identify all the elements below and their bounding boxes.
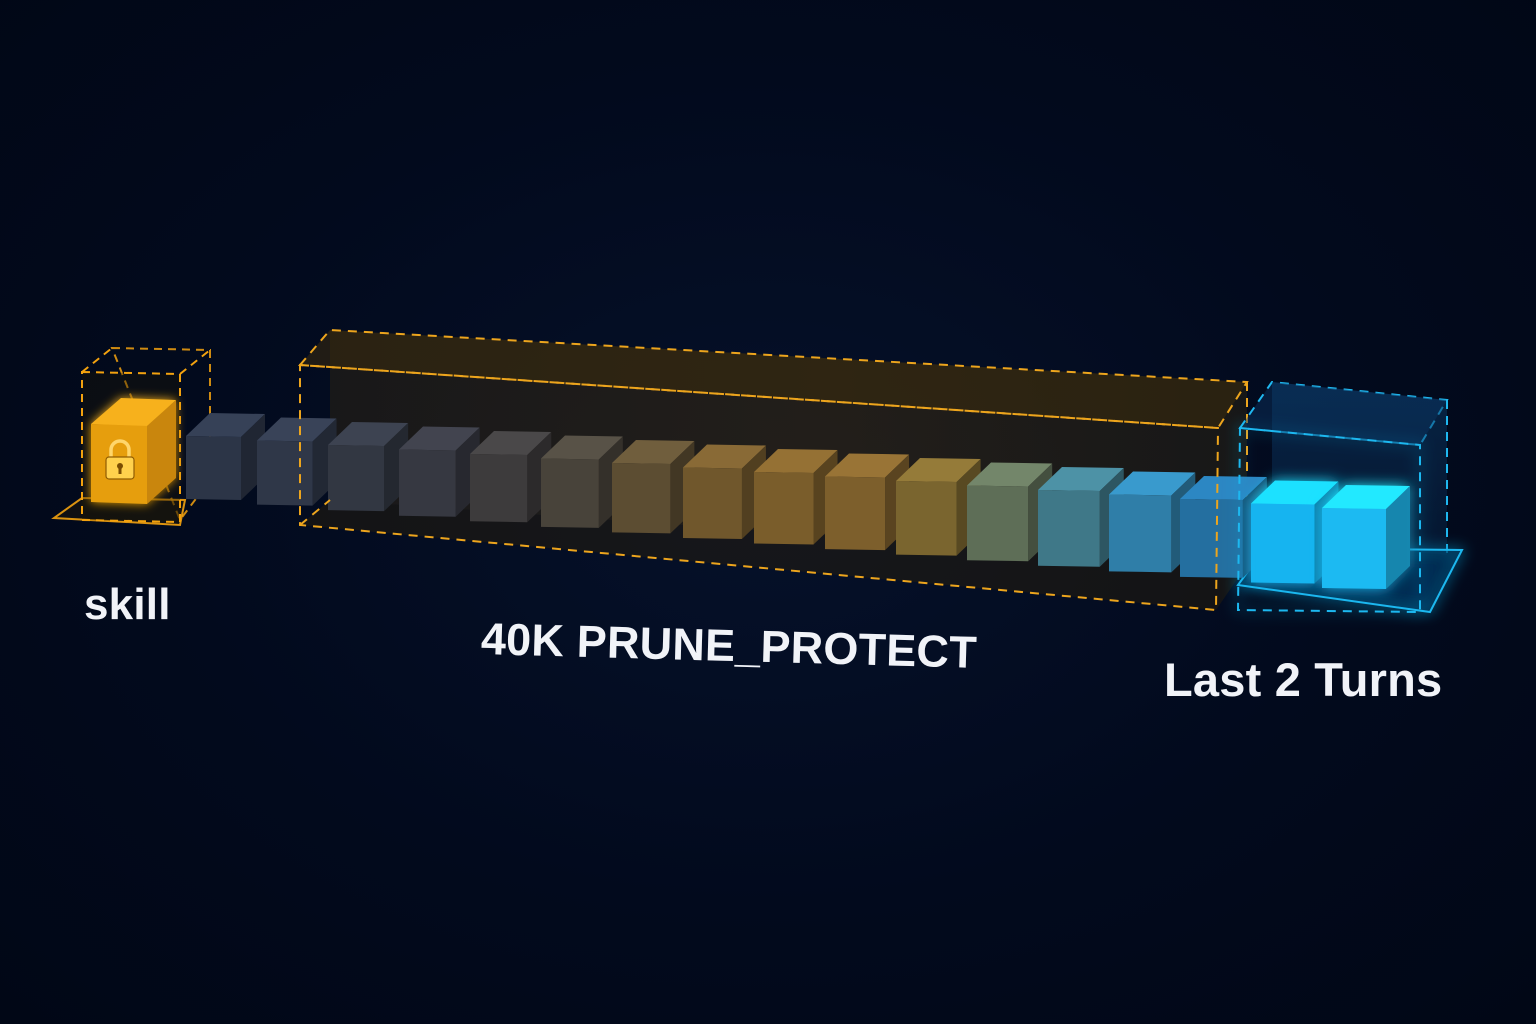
block-front-face: [1251, 503, 1315, 584]
block-top-face: [825, 453, 910, 478]
block-top-face: [1322, 485, 1410, 509]
block-front-face: [683, 467, 742, 539]
recent-frame-front: [1236, 426, 1421, 614]
recent-turn-block: [1322, 485, 1410, 589]
block-top-face: [541, 435, 623, 460]
block-top-face: [1251, 480, 1339, 505]
context-block: [328, 422, 409, 512]
context-block: [541, 435, 623, 528]
context-block: [186, 413, 265, 500]
block-top-face: [399, 426, 480, 451]
skill-group: [51, 346, 211, 527]
block-front-face: [541, 458, 599, 528]
skill-frame-edge: [179, 349, 211, 375]
lock-icon: [105, 439, 135, 480]
block-front-face: [399, 449, 456, 517]
block-front-face: [612, 463, 671, 534]
skill-block-top: [91, 398, 176, 426]
block-top-face: [328, 422, 409, 446]
skill-block-side: [147, 400, 176, 504]
block-front-face: [825, 476, 886, 551]
context-block-row: [186, 413, 1410, 589]
prune-frame-front: [299, 363, 1220, 612]
block-top-face: [967, 462, 1053, 487]
block-front-face: [186, 436, 241, 500]
block-front-face: [328, 445, 385, 512]
prune-protect-frame-front: [299, 363, 1220, 612]
block-front-face: [257, 440, 313, 506]
prune-floor: [300, 500, 1247, 610]
block-top-face: [1038, 467, 1124, 491]
block-top-face: [1109, 471, 1196, 496]
block-front-face: [470, 454, 528, 523]
block-top-face: [257, 417, 337, 442]
skill-frame-edge: [81, 347, 113, 373]
context-block: [470, 431, 552, 523]
block-front-face: [896, 481, 957, 556]
skill-label: skill: [84, 580, 171, 629]
block-front-face: [1109, 494, 1172, 573]
block-top-face: [612, 440, 695, 464]
block-top-face: [754, 449, 838, 473]
block-front-face: [1322, 508, 1386, 589]
block-top-face: [1180, 476, 1267, 500]
context-block: [754, 449, 838, 545]
context-block: [612, 440, 695, 534]
block-top-face: [186, 413, 265, 437]
context-block: [683, 444, 766, 539]
block-side-face: [1386, 486, 1410, 589]
block-front-face: [1180, 499, 1243, 578]
prune-frame-edge: [299, 499, 331, 526]
block-top-face: [470, 431, 552, 455]
block-front-face: [754, 472, 814, 545]
block-top-face: [896, 458, 981, 482]
context-block: [399, 426, 480, 517]
block-front-face: [1038, 490, 1100, 567]
context-block: [1180, 476, 1267, 578]
last-turns-label: Last 2 Turns: [1164, 653, 1443, 706]
recent-frame-front-face: [1236, 426, 1421, 614]
context-block: [257, 417, 337, 506]
block-top-face: [683, 444, 766, 469]
block-front-face: [967, 485, 1029, 562]
